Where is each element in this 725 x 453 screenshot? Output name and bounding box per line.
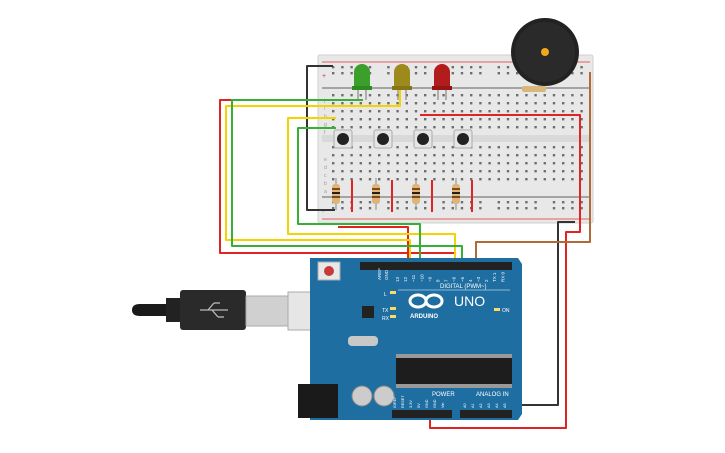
analog-pin-labels: A0 A1 A2 A3 A4 A5 xyxy=(463,403,507,408)
wire-black-gnd-arduino xyxy=(518,221,575,406)
pin-label: ~9 xyxy=(427,276,432,282)
pin-label: A2 xyxy=(479,403,483,408)
resistor-1 xyxy=(332,178,353,212)
pin-label: A1 xyxy=(471,403,475,408)
red-led xyxy=(432,64,452,100)
wire-red-5v xyxy=(429,114,581,429)
resistor-3 xyxy=(412,178,433,212)
wire-black-gnd xyxy=(306,65,335,211)
analog-header xyxy=(460,410,512,418)
breadboard-row-letter: b xyxy=(324,181,327,187)
button-4[interactable] xyxy=(453,129,473,149)
rx-label: RX xyxy=(382,316,390,322)
microcontroller-chip xyxy=(396,358,512,384)
pin-label: ~5 xyxy=(460,276,465,282)
pin-label: ~11 xyxy=(411,274,416,282)
pin-label: 2 xyxy=(484,279,489,282)
breadboard-row-letter: e xyxy=(324,157,327,163)
yellow-led xyxy=(392,64,412,100)
wire-yellow-2 xyxy=(287,117,456,266)
analog-header-label: ANALOG IN xyxy=(476,392,509,398)
pin-label: A4 xyxy=(495,403,499,408)
pin-label: 3.3V xyxy=(409,400,413,408)
wire-yellow-1 xyxy=(225,88,411,266)
pin-label: A5 xyxy=(503,403,507,408)
power-header-label: POWER xyxy=(432,392,455,398)
green-led xyxy=(352,64,372,100)
rail-minus-label: - xyxy=(322,209,325,216)
digital-header xyxy=(360,262,512,270)
pin-label: 4 xyxy=(468,279,473,282)
leds xyxy=(352,64,452,100)
breadboard-row-letter: i xyxy=(324,106,325,112)
usb-icon xyxy=(200,302,228,318)
resistors xyxy=(332,86,546,212)
usb-cable xyxy=(132,290,323,331)
piezo-buzzer[interactable] xyxy=(511,18,579,86)
reset-button[interactable] xyxy=(317,261,341,281)
pin-label: TX 1 xyxy=(492,272,497,282)
pin-label: 8 xyxy=(436,279,441,282)
aref-label: AREF xyxy=(377,268,382,280)
push-buttons xyxy=(333,129,473,149)
pin-label: 12 xyxy=(403,276,408,282)
button-2[interactable] xyxy=(373,129,393,149)
digital-header-label: DIGITAL (PWM~) xyxy=(440,284,487,290)
power-pin-labels: IOREF RESET 3.3V 5V GND GND Vin xyxy=(393,395,445,408)
pin-label: ~6 xyxy=(452,276,457,282)
pin-label: GND xyxy=(425,399,429,408)
on-label: ON xyxy=(502,308,510,314)
pin-label: 7 xyxy=(444,279,449,282)
pin-label: RESET xyxy=(401,395,405,408)
board-brand: ARDUINO xyxy=(410,314,438,320)
arduino-logo xyxy=(408,293,444,309)
power-jack xyxy=(298,384,338,418)
button-3[interactable] xyxy=(413,129,433,149)
breadboard-row-letter: a xyxy=(324,189,327,195)
pin-label: 5V xyxy=(417,403,421,408)
breadboard-row-letter: c xyxy=(324,173,327,179)
wire-brown-buzzer xyxy=(475,72,591,266)
l-label: L xyxy=(384,292,387,298)
pin-label: IOREF xyxy=(393,396,397,408)
gnd-label: GND xyxy=(384,269,389,280)
wires xyxy=(219,65,591,429)
wire-green-2 xyxy=(297,127,421,266)
resistor-buzzer xyxy=(522,86,546,92)
rail-plus-label: + xyxy=(322,73,326,80)
resistor-2 xyxy=(372,178,393,212)
pin-label: Vin xyxy=(441,403,445,408)
wire-green-1 xyxy=(231,99,463,266)
tx-label: TX xyxy=(382,308,389,314)
breadboard-row-letter: d xyxy=(324,165,327,171)
pin-label: ~10 xyxy=(419,274,424,282)
button-1[interactable] xyxy=(333,129,353,149)
pin-label: A0 xyxy=(463,403,467,408)
pin-label: A3 xyxy=(487,403,491,408)
pin-label: 13 xyxy=(395,276,400,282)
breadboard-row-letter: f xyxy=(324,130,326,136)
wire-red-rail xyxy=(338,226,409,266)
board-name: UNO xyxy=(454,293,485,309)
pin-label: GND xyxy=(433,399,437,408)
power-header xyxy=(392,410,452,418)
breadboard-row-letter: g xyxy=(324,122,327,128)
pin-label: ~3 xyxy=(476,276,481,282)
resistor-4 xyxy=(452,178,473,212)
pin-label: RX 0 xyxy=(500,271,505,282)
